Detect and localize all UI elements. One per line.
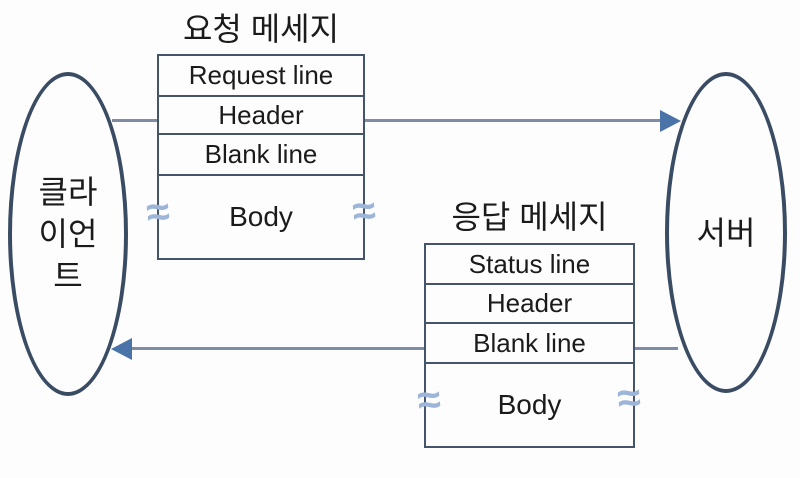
response-box-row-blank-line: Blank line — [426, 324, 633, 364]
break-mark-icon: ≈ — [615, 372, 643, 423]
break-mark-icon: ≈ — [144, 186, 172, 237]
client-label-line-3: 트 — [53, 258, 83, 294]
server-label: 서버 — [696, 214, 756, 251]
client-node-label: 클라 이언 트 — [12, 171, 124, 297]
break-mark-icon: ≈ — [415, 374, 443, 425]
response-message-title: 응답 메세지 — [451, 199, 608, 235]
request-box-row-blank-line: Blank line — [159, 135, 363, 176]
request-message-title: 요청 메세지 — [182, 11, 340, 47]
response-arrow-line — [120, 347, 678, 350]
client-node: 클라 이언 트 — [8, 72, 128, 396]
request-box-row-body: Body — [229, 201, 293, 232]
request-arrowhead-icon — [660, 110, 681, 132]
client-label-line-2: 이언 — [38, 216, 98, 252]
server-node-label: 서버 — [669, 212, 783, 254]
request-message-box: Request line Header Blank line Body — [157, 54, 365, 260]
server-node: 서버 — [665, 72, 787, 393]
client-label-line-1: 클라 — [38, 174, 98, 210]
request-box-row-request-line: Request line — [159, 56, 363, 97]
response-arrowhead-icon — [111, 338, 132, 360]
break-mark-icon: ≈ — [350, 185, 378, 236]
response-box-row-header: Header — [426, 285, 633, 324]
request-arrow-line — [112, 119, 664, 122]
response-message-box: Status line Header Blank line Body — [424, 243, 635, 448]
response-box-row-body: Body — [497, 389, 562, 420]
request-box-row-header: Header — [159, 97, 363, 135]
response-box-row-status-line: Status line — [426, 245, 633, 285]
